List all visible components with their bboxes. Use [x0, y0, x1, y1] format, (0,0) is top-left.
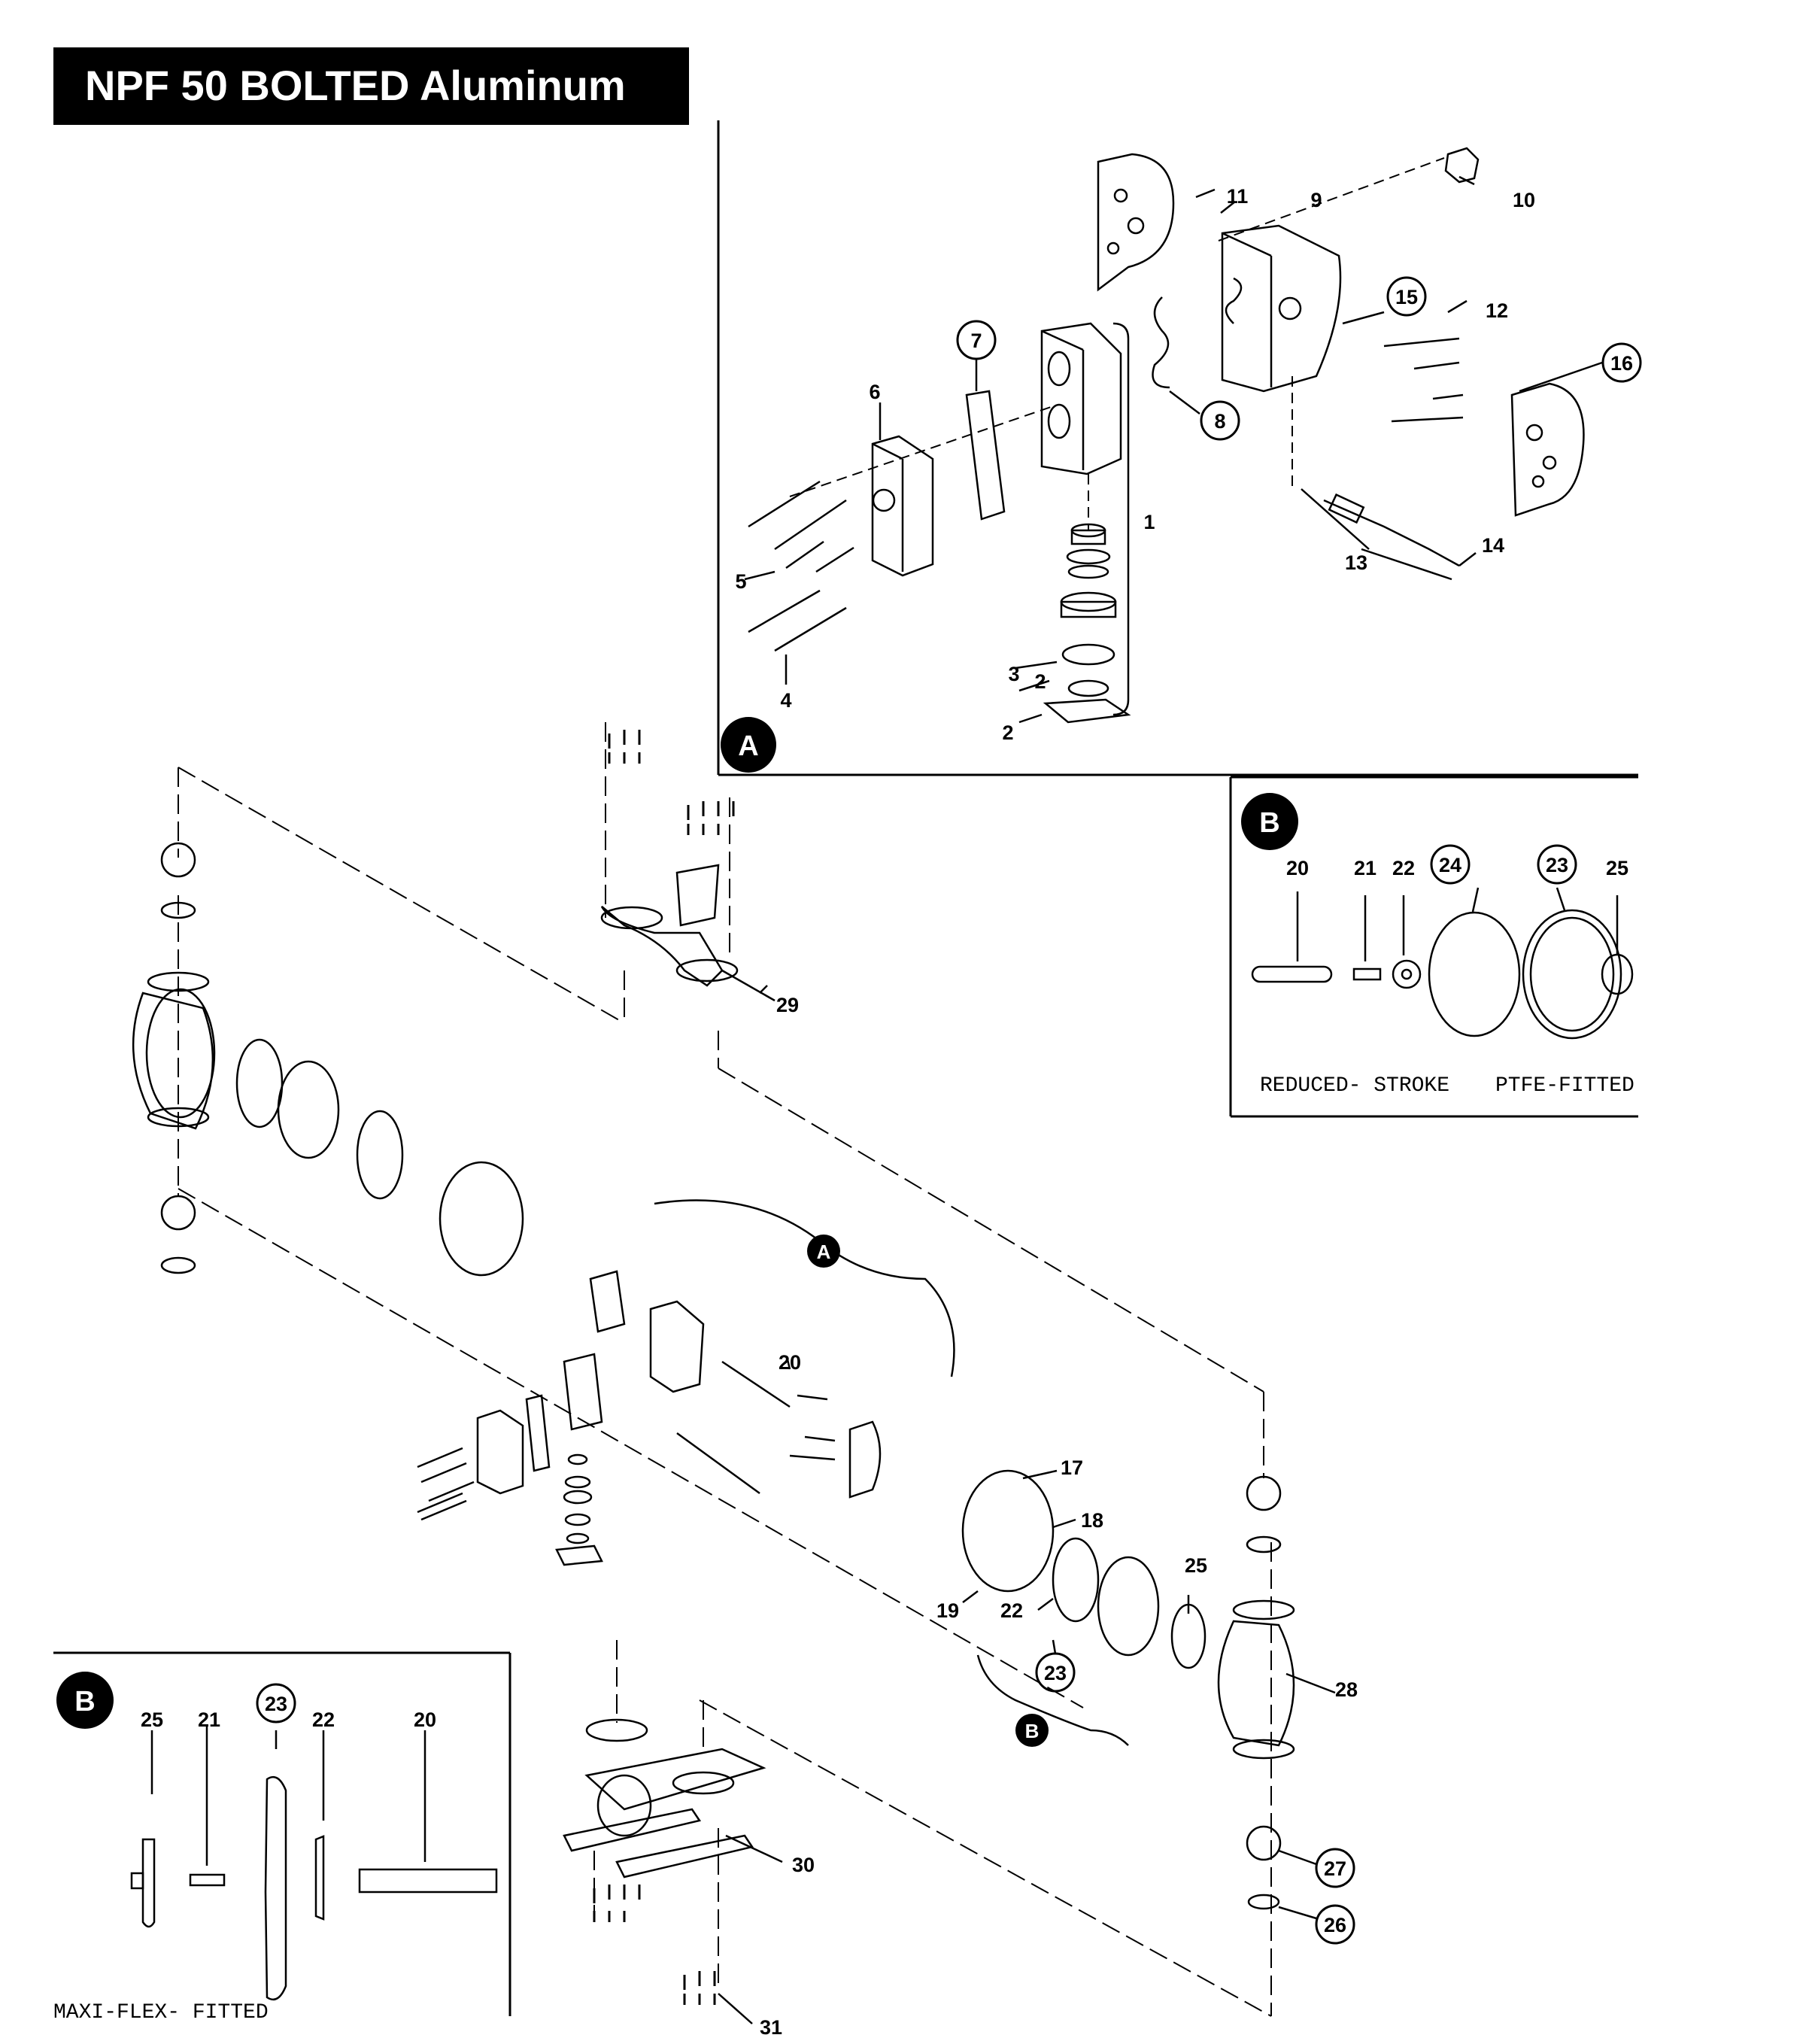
- svg-text:22: 22: [312, 1708, 335, 1731]
- svg-text:20: 20: [1286, 857, 1309, 879]
- svg-text:A: A: [817, 1241, 831, 1263]
- svg-text:B: B: [74, 1686, 95, 1718]
- callout-23-main: 23: [1044, 1662, 1067, 1684]
- right-diaphragm-stack: [961, 1469, 1207, 1669]
- pilot-spool-13: [1323, 493, 1460, 567]
- callout-2b: 2: [1034, 670, 1046, 693]
- callout-11: 11: [1227, 185, 1249, 208]
- main-dashed-guides: [178, 722, 1272, 2017]
- inset-b-left-labels: 25 21 23 22 20: [141, 1693, 436, 1731]
- pilot-pins-12: [1383, 337, 1464, 423]
- dashed-leaders-a: [789, 157, 1445, 530]
- ball-check-left-lower: [160, 1195, 196, 1274]
- ball-check-right: [1246, 1475, 1282, 1910]
- muffler-plate-top: [1097, 153, 1175, 292]
- inset-b-left-caption: MAXI-FLEX- FITTED: [53, 2001, 269, 2024]
- callout-13: 13: [1345, 551, 1367, 574]
- detail-b-left-frame: [53, 1651, 511, 2016]
- badge-b-main: B: [1015, 1714, 1049, 1747]
- center-block: [1040, 322, 1122, 475]
- ball-check-top: [160, 842, 196, 919]
- bolts-4-5: [748, 480, 854, 652]
- callout-10: 10: [1513, 189, 1535, 211]
- inset-b-right-caption-left: REDUCED- STROKE: [1260, 1074, 1449, 1098]
- callout-8: 8: [1214, 410, 1225, 433]
- svg-text:A: A: [738, 730, 758, 762]
- left-diaphragm-stack: [235, 1038, 524, 1277]
- gasket-7: [965, 390, 1006, 521]
- badge-b-left-inset: B: [56, 1672, 114, 1729]
- bracket-1: [1112, 322, 1130, 716]
- detail-b-right-frame: [1229, 776, 1638, 1118]
- inset-b-right-parts: [1251, 887, 1634, 1040]
- main-air-valve-assembly: [476, 1270, 882, 1499]
- callout-19: 19: [936, 1599, 959, 1622]
- page-title: NPF 50 BOLTED Aluminum: [85, 62, 626, 109]
- callout-9: 9: [1310, 189, 1322, 211]
- air-valve-body: [1221, 224, 1342, 393]
- outlet-manifold-29: [600, 864, 739, 987]
- callout-25-main: 25: [1185, 1554, 1207, 1577]
- callout-16: 16: [1610, 352, 1633, 375]
- svg-text:23: 23: [1546, 854, 1568, 876]
- muffler-plate-right: [1510, 382, 1585, 517]
- callout-18: 18: [1081, 1509, 1103, 1532]
- callout-6: 6: [869, 381, 880, 403]
- svg-text:21: 21: [1354, 857, 1376, 879]
- bolt-clusters: [593, 730, 735, 2005]
- callout-12: 12: [1486, 299, 1508, 322]
- piston-stack-main: [555, 1453, 603, 1566]
- callout-14: 14: [1482, 534, 1504, 557]
- right-liquid-chamber-28: [1217, 1599, 1295, 1760]
- badge-b-right-inset: B: [1241, 793, 1298, 850]
- inset-b-right-caption-right: PTFE-FITTED: [1495, 1074, 1634, 1098]
- piston-stack: [1043, 523, 1131, 724]
- callout-1: 1: [1143, 511, 1155, 533]
- callout-leaders: [718, 175, 1603, 2024]
- callout-17: 17: [1061, 1456, 1083, 1479]
- svg-text:24: 24: [1439, 854, 1461, 876]
- callout-26: 26: [1324, 1914, 1346, 1936]
- svg-text:B: B: [1259, 807, 1279, 839]
- callout-5: 5: [735, 570, 746, 593]
- callout-31: 31: [760, 2016, 782, 2039]
- left-liquid-chamber: [132, 971, 216, 1130]
- callout-28: 28: [1335, 1678, 1358, 1701]
- bolts-main-left: [417, 1447, 475, 1521]
- detail-a-frame: [717, 120, 1638, 776]
- svg-text:B: B: [1025, 1720, 1040, 1742]
- svg-text:25: 25: [141, 1708, 163, 1731]
- curly-brackets-main: [654, 1199, 1129, 1746]
- callout-7: 7: [970, 330, 982, 352]
- callout-numbers: 1 2 2 3 4 5 6 7 8 9 10 11 12 13 14 15 16…: [735, 185, 1633, 2039]
- callout-2a: 2: [1002, 721, 1013, 744]
- callout-15: 15: [1395, 286, 1418, 308]
- callout-circles: [256, 276, 1642, 1945]
- svg-text:23: 23: [265, 1693, 287, 1715]
- callout-3: 3: [1008, 663, 1019, 685]
- callout-30: 30: [792, 1854, 815, 1876]
- callout-4: 4: [780, 689, 791, 712]
- end-cap-6: [871, 435, 934, 577]
- valve-cap: [1444, 147, 1480, 184]
- svg-text:22: 22: [1392, 857, 1415, 879]
- inset-b-right-labels: 20 21 22 24 23 25: [1286, 854, 1628, 879]
- svg-text:20: 20: [414, 1708, 436, 1731]
- svg-text:21: 21: [198, 1708, 220, 1731]
- callout-27: 27: [1324, 1857, 1346, 1880]
- inlet-manifold-30: [563, 1718, 766, 1878]
- detail-badges: A A B B B: [56, 717, 1298, 1747]
- inset-b-left-parts: [130, 1727, 498, 2001]
- gasket-8: [1152, 296, 1170, 389]
- callout-29: 29: [776, 994, 799, 1016]
- callout-20-main: 20: [779, 1351, 801, 1374]
- badge-a-main: A: [807, 1235, 840, 1268]
- title-banner: [53, 47, 689, 125]
- badge-a-inset: A: [721, 717, 776, 773]
- callout-22-main: 22: [1000, 1599, 1023, 1622]
- svg-text:25: 25: [1606, 857, 1628, 879]
